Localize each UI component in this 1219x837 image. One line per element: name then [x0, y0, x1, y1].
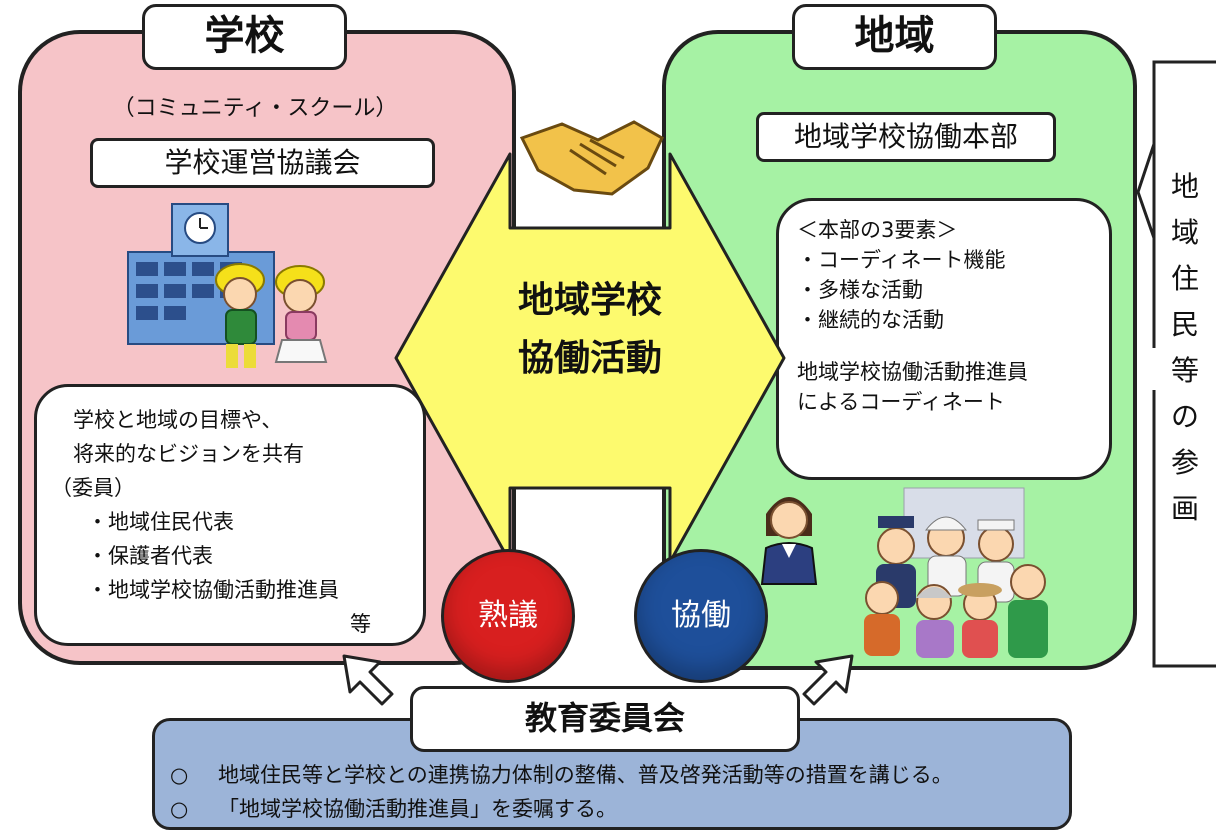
center-activity-label: 地域学校 協働活動: [460, 272, 720, 388]
board-title: 教育委員会: [410, 686, 800, 752]
board-item: ○ 「地域学校協働活動推進員」を委嘱する。: [170, 792, 1060, 826]
center-line2: 協働活動: [517, 338, 662, 379]
region-hq-label: 地域学校協働本部: [756, 112, 1056, 162]
region-coord-line2: によるコーディネート: [797, 390, 1005, 414]
school-member-item: ・保護者代表: [87, 544, 213, 568]
side-vertical-text: 地 域 住 民 等 の 参 画: [1160, 164, 1210, 532]
region-info-box: ＜本部の3要素＞ ・コーディネート機能 ・多様な活動 ・継続的な活動 地域学校協…: [776, 198, 1112, 480]
side-char: 等: [1170, 354, 1199, 387]
region-coord-line1: 地域学校協働活動推進員: [797, 360, 1028, 384]
side-char: 参: [1170, 446, 1199, 479]
up-arrow-icon: [342, 654, 394, 706]
school-members-etc: 等: [350, 612, 371, 636]
deliberation-circle: 熟議: [441, 549, 575, 683]
region-info-item: ・継続的な活動: [797, 308, 944, 332]
side-bracket: [1136, 60, 1216, 668]
children-icon: [215, 263, 328, 368]
side-char: 地: [1170, 170, 1199, 203]
board-bullet: ○: [170, 797, 189, 821]
school-info-box: 学校と地域の目標や、 将来的なビジョンを共有 （委員） ・地域住民代表 ・保護者…: [34, 384, 426, 646]
school-member-item: ・地域学校協働活動推進員: [87, 578, 339, 602]
school-subtitle: （コミュニティ・スクール）: [112, 96, 398, 121]
school-info-line1: 学校と地域の目標や、: [73, 408, 283, 432]
region-title: 地域: [792, 4, 997, 70]
side-char: 住: [1170, 262, 1199, 295]
board-item: ○ 地域住民等と学校との連携協力体制の整備、普及啓発活動等の措置を講じる。: [170, 758, 1060, 792]
double-arrow: [394, 152, 786, 564]
community-people-icon: [864, 487, 1048, 658]
side-char: 域: [1170, 216, 1199, 249]
coordinator-person-icon: [760, 497, 818, 585]
school-info-line2: 将来的なビジョンを共有: [73, 442, 304, 466]
up-arrow-icon: [802, 654, 854, 706]
side-char: 民: [1170, 308, 1199, 341]
center-line1: 地域学校: [517, 280, 662, 321]
school-member-item: ・地域住民代表: [87, 510, 234, 534]
side-char: 画: [1170, 492, 1199, 525]
side-char: の: [1170, 400, 1199, 433]
board-bullet: ○: [170, 763, 189, 787]
region-info-heading: ＜本部の3要素＞: [797, 218, 958, 242]
school-title: 学校: [142, 4, 347, 70]
school-members-label: （委員）: [51, 476, 135, 500]
board-item-text: 「地域学校協働活動推進員」を委嘱する。: [218, 797, 617, 821]
school-council-label: 学校運営協議会: [90, 138, 435, 188]
region-info-item: ・コーディネート機能: [797, 248, 1006, 272]
board-list: ○ 地域住民等と学校との連携協力体制の整備、普及啓発活動等の措置を講じる。 ○ 「地…: [170, 758, 1060, 826]
region-info-item: ・多様な活動: [797, 278, 923, 302]
handshake-icon: [519, 120, 664, 196]
board-item-text: 地域住民等と学校との連携協力体制の整備、普及啓発活動等の措置を講じる。: [218, 763, 953, 787]
school-building-icon: [127, 203, 275, 345]
collaboration-circle: 協働: [634, 549, 768, 683]
